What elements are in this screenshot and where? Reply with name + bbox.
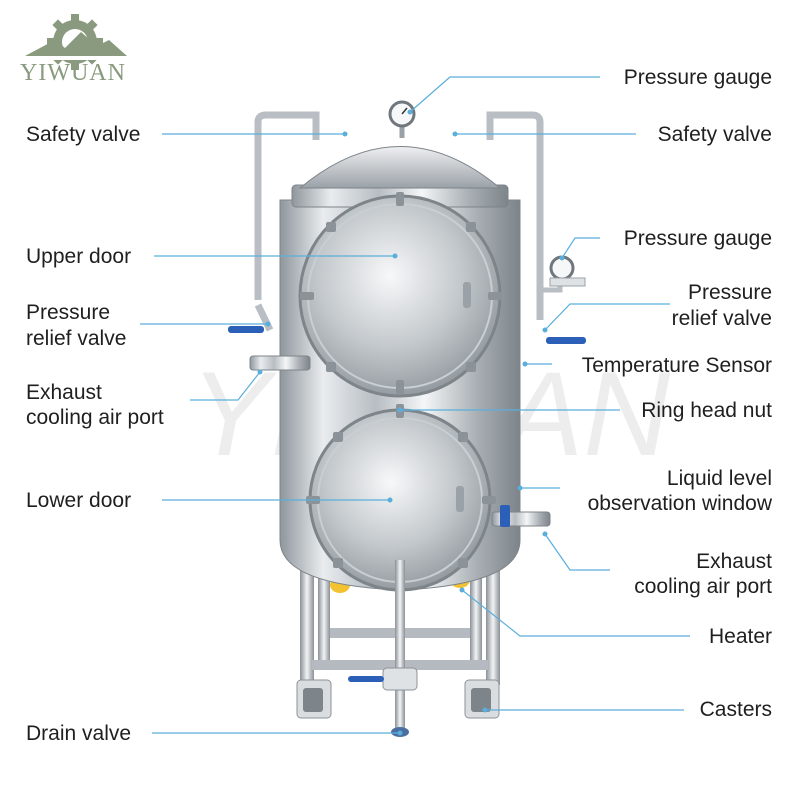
drain-pipe <box>395 560 405 730</box>
label-pressure-relief-left-line2: relief valve <box>26 327 126 350</box>
gear-mountain-logo-icon <box>25 14 127 70</box>
leader-lines <box>140 76 690 736</box>
label-liquid-level-line1: Liquid level <box>667 467 772 490</box>
label-heater: Heater <box>709 625 772 648</box>
right-valve-handle <box>546 337 586 344</box>
callout-labels: Safety valve Pressure gauge Safety valve… <box>26 66 773 745</box>
label-drain-valve: Drain valve <box>26 722 131 745</box>
label-ring-head-nut: Ring head nut <box>641 399 772 422</box>
caster-right <box>464 679 500 719</box>
label-casters: Casters <box>700 698 772 721</box>
label-pressure-gauge-top: Pressure gauge <box>624 66 772 89</box>
left-valve-handle <box>228 326 264 333</box>
left-exhaust-port <box>249 355 311 371</box>
label-safety-valve-left: Safety valve <box>26 123 140 146</box>
label-safety-valve-right: Safety valve <box>658 123 772 146</box>
label-temperature-sensor: Temperature Sensor <box>582 354 772 377</box>
label-exhaust-right-line2: cooling air port <box>634 575 772 598</box>
caster-left <box>296 679 332 719</box>
label-pressure-relief-right-line1: Pressure <box>688 281 772 304</box>
label-pressure-gauge-right: Pressure gauge <box>624 227 772 250</box>
label-pressure-relief-right-line2: relief valve <box>672 307 772 330</box>
logo: YIWUAN <box>20 14 127 86</box>
label-exhaust-right-line1: Exhaust <box>696 550 772 573</box>
label-liquid-level-line2: observation window <box>588 492 773 515</box>
drain-valve-body <box>382 667 418 691</box>
label-upper-door: Upper door <box>26 245 131 268</box>
label-pressure-relief-left-line1: Pressure <box>26 301 110 324</box>
label-exhaust-left-line1: Exhaust <box>26 381 102 404</box>
label-lower-door: Lower door <box>26 489 131 512</box>
logo-text: YIWUAN <box>20 60 126 86</box>
right-plate <box>549 277 586 287</box>
tank-dome <box>298 146 502 189</box>
label-exhaust-left-line2: cooling air port <box>26 406 164 429</box>
